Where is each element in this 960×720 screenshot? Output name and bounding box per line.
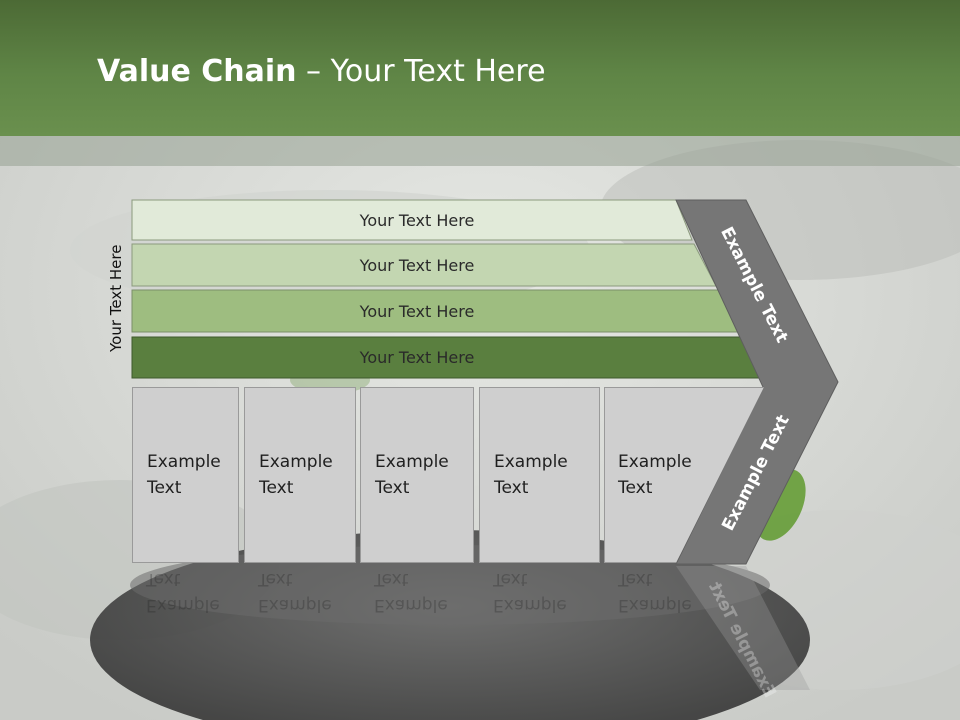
title-bold: Value Chain — [97, 54, 297, 89]
header-bar — [0, 0, 960, 136]
box-2-line2: Text — [259, 478, 294, 498]
box-1-line2: Text — [147, 478, 182, 498]
box-4-line2: Text — [494, 478, 529, 498]
box-1-line1: Example — [147, 452, 221, 472]
row-text-1: Your Text Here — [359, 210, 475, 230]
box-4-line1: Example — [494, 452, 568, 472]
box-3-line2: Text — [375, 478, 410, 498]
row-text-2: Your Text Here — [359, 255, 475, 275]
box-3-line1: Example — [375, 452, 449, 472]
row-label-4: Your Text Here — [132, 337, 732, 378]
slide-title[interactable]: Value Chain – Your Text Here — [97, 54, 546, 89]
title-rest: – Your Text Here — [296, 54, 546, 89]
row-shape-1[interactable] — [131, 199, 693, 241]
row-text-4: Your Text Here — [359, 348, 475, 367]
row-text-3: Your Text Here — [359, 301, 475, 321]
box-5-line1: Example — [618, 452, 692, 472]
header-band — [0, 136, 960, 166]
box-5-line2: Text — [618, 478, 653, 498]
chevron-reflection — [676, 566, 810, 690]
box-2-line1: Example — [259, 452, 333, 472]
row-label-3: Your Text Here — [132, 290, 732, 332]
row-label-2: Your Text Here — [132, 244, 732, 286]
row-label-1: Your Text Here — [132, 200, 732, 240]
